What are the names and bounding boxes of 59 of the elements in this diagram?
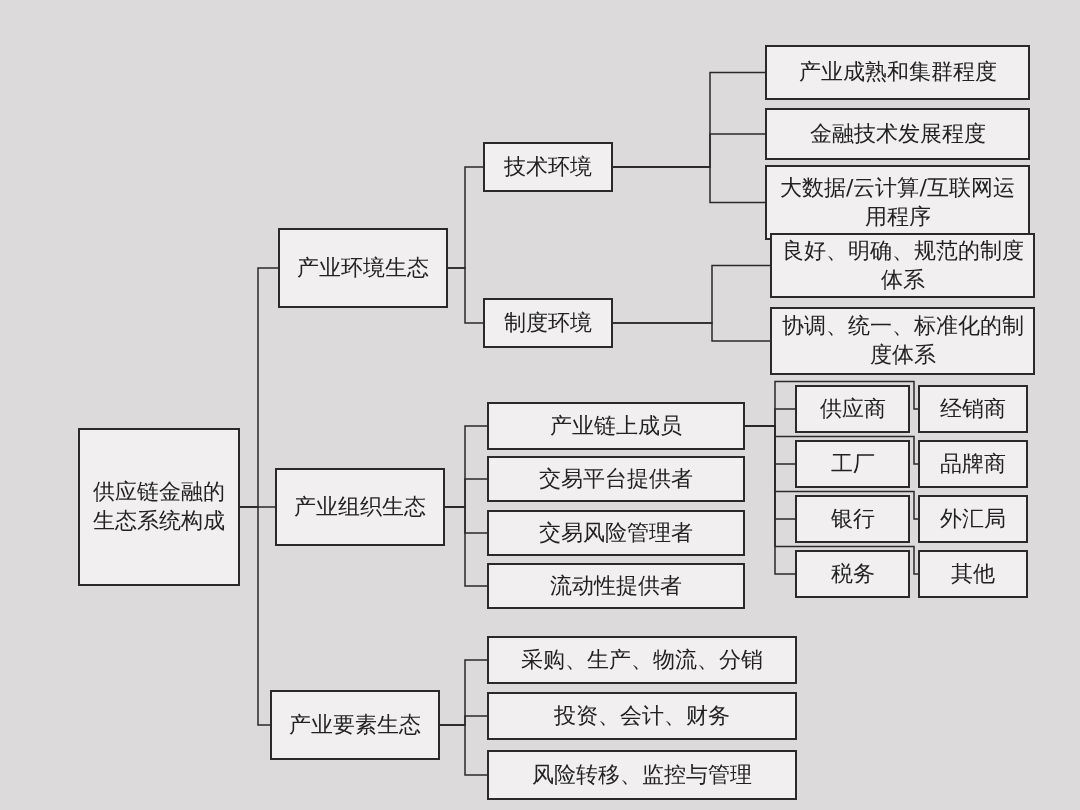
box-label: 投资、会计、财务: [554, 701, 730, 730]
box: [487, 510, 745, 556]
box: [795, 495, 910, 543]
box: [483, 298, 613, 348]
box-label: 工厂: [830, 449, 875, 478]
box-label: 产业链上成员: [550, 411, 682, 440]
box-label: 其他: [951, 559, 995, 588]
box-label: 交易平台提供者: [539, 464, 693, 493]
box-label: 经销商: [940, 394, 1006, 423]
box-label: 风险转移、监控与管理: [532, 760, 752, 789]
box: [487, 402, 745, 450]
box: [770, 307, 1035, 375]
box-label: 产业成熟和集群程度: [798, 58, 997, 87]
box-label: 技术环境: [504, 152, 592, 181]
box-label: 良好、明确、规范的制度体系: [780, 236, 1025, 294]
box-label: 产业要素生态: [289, 710, 421, 739]
box: [795, 550, 910, 598]
box-label: 品牌商: [940, 449, 1006, 478]
box: [487, 692, 797, 740]
box: [770, 233, 1035, 298]
connector-line: [239, 506, 271, 726]
box-label: 银行: [830, 504, 875, 533]
box-label: 外汇局: [940, 504, 1006, 533]
box-label: 产业环境生态: [297, 253, 429, 282]
connector-line: [447, 267, 484, 324]
box: [278, 228, 448, 308]
box: [487, 750, 797, 800]
connector-line: [612, 322, 771, 342]
box-label: 采购、生产、物流、分销: [521, 645, 763, 674]
box: [765, 165, 1030, 240]
box: [795, 440, 910, 488]
box-label: 流动性提供者: [550, 571, 682, 600]
box-label: 税务: [830, 559, 875, 588]
box-label: 金融技术发展程度: [809, 119, 986, 148]
connector-line: [744, 425, 919, 575]
box-label: 供应商: [819, 394, 886, 423]
box: [275, 468, 445, 546]
connector-line: [439, 724, 488, 776]
box: [483, 142, 613, 192]
connector-line: [444, 506, 488, 587]
box: [270, 690, 440, 760]
box: [918, 495, 1028, 543]
box-label: 产业组织生态: [294, 492, 426, 521]
box: [487, 636, 797, 684]
box: [765, 108, 1030, 160]
box: [487, 456, 745, 502]
box: [795, 385, 910, 433]
box: [918, 440, 1028, 488]
box: [487, 563, 745, 609]
box-label: 交易风险管理者: [539, 518, 693, 547]
box-label: 供应链金融的生态系统构成: [92, 478, 226, 535]
connector-line: [612, 166, 766, 204]
box: [765, 45, 1030, 100]
box-label: 制度环境: [504, 308, 592, 337]
box: [918, 385, 1028, 433]
box-label: 大数据/云计算/互联网运用程序: [779, 173, 1016, 231]
box: [78, 428, 240, 586]
box-label: 协调、统一、标准化的制度体系: [780, 312, 1025, 369]
box: [918, 550, 1028, 598]
